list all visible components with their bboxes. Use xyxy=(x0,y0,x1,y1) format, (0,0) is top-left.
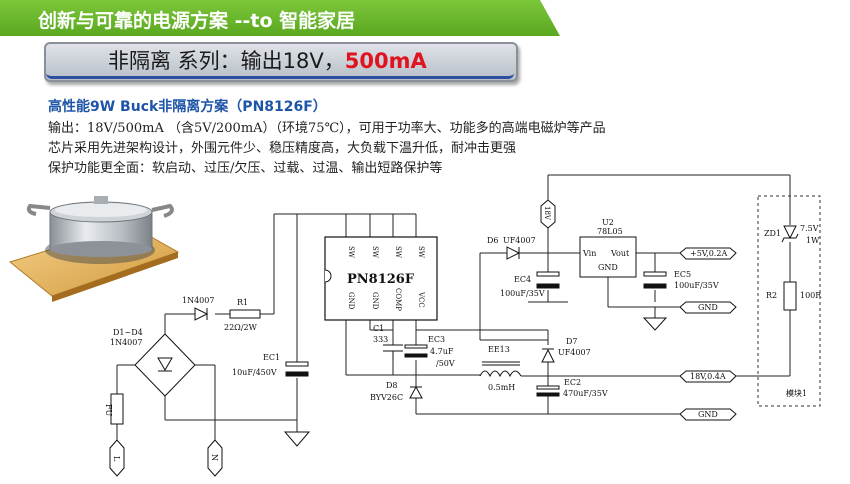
flag-5v xyxy=(679,247,737,260)
description-title: 高性能9W Buck非隔离方案（PN8126F） xyxy=(48,99,327,115)
resistor-r1 xyxy=(229,309,261,319)
label-bridge: D1~D4 xyxy=(113,328,143,337)
label-ec5-value: 100uF/35V xyxy=(674,281,719,290)
ldo-vout: Vout xyxy=(610,249,630,258)
label-18v-node: 18V xyxy=(543,206,551,221)
header-title: 创新与可靠的电源方案 --to 智能家居 xyxy=(38,10,356,32)
ic-name: PN8126F xyxy=(347,272,415,287)
ic-pin-sw-3: SW xyxy=(394,246,402,259)
diode-d8 xyxy=(409,385,423,399)
ic-pin-sw-4: SW xyxy=(417,246,425,259)
label-ec4: EC4 xyxy=(514,275,531,284)
ldo-vin: Vin xyxy=(582,249,596,258)
description-line-1: 输出：18V/500mA （含5V/200mA）（环境75℃），可用于功率大、功… xyxy=(48,121,606,136)
inductor-ee13 xyxy=(479,361,522,378)
label-c1: C1 xyxy=(373,324,384,333)
capacitor-ec5 xyxy=(643,271,667,277)
flag-18v-text: 18V,0.4A xyxy=(690,372,726,381)
label-zd1-value-1: 7.5V xyxy=(800,224,819,233)
label-fuse: FU xyxy=(104,404,113,417)
ic-pin-comp: COMP xyxy=(394,288,402,311)
label-r2-value: 100R xyxy=(800,291,822,300)
terminal-line xyxy=(109,439,125,477)
ground-symbol-2 xyxy=(642,317,668,331)
flag-gnd-1-text: GND xyxy=(698,303,718,312)
series-banner xyxy=(44,42,518,82)
label-inductor: EE13 xyxy=(488,345,510,354)
diode-1n4007 xyxy=(194,307,209,321)
header: 创新与可靠的电源方案 --to 智能家居 xyxy=(0,0,850,36)
terminal-neutral xyxy=(207,439,223,477)
label-ec3: EC3 xyxy=(428,335,445,344)
label-module: 模块1 xyxy=(786,388,807,398)
label-ec3-value-2: /50V xyxy=(436,359,455,368)
ic-pin-gnd-1: GND xyxy=(347,292,355,310)
ldo-gnd: GND xyxy=(598,263,618,272)
header-bar xyxy=(0,0,560,36)
banner-highlight: 500mA xyxy=(344,49,427,73)
label-r2: R2 xyxy=(766,291,777,300)
bridge-rectifier xyxy=(134,333,196,397)
description-line-2: 芯片采用先进架构设计，外围元件少、稳压精度高，大负载下温升低，耐冲击更强 xyxy=(48,141,517,156)
ic-pin-sw-1: SW xyxy=(347,246,355,259)
label-d-in: 1N4007 xyxy=(182,296,214,305)
diode-d6 xyxy=(506,246,521,260)
flag-gnd-2-text: GND xyxy=(698,410,718,419)
capacitor-ec2 xyxy=(536,385,560,390)
label-neutral: N xyxy=(210,454,219,461)
label-c1-value: 333 xyxy=(373,335,388,344)
label-inductor-value: 0.5mH xyxy=(488,383,515,392)
ic-pin-gnd-2: GND xyxy=(371,292,379,310)
label-bridge-part: 1N4007 xyxy=(110,338,142,347)
label-ec3-value-1: 4.7uF xyxy=(430,347,454,356)
module-box xyxy=(757,195,821,407)
ic-pin-sw-2: SW xyxy=(371,246,379,259)
label-r1-value: 22Ω/2W xyxy=(224,323,258,332)
zener-zd1 xyxy=(783,225,797,240)
label-d8-part: BYV26C xyxy=(370,393,403,402)
capacitor-ec4 xyxy=(536,271,560,277)
flag-gnd-2 xyxy=(679,408,737,421)
label-d6-part: UF4007 xyxy=(503,236,536,245)
label-r1: R1 xyxy=(237,298,248,307)
ic-pin-vcc: VCC xyxy=(417,291,425,308)
resistor-r2 xyxy=(783,281,797,311)
series-banner-text: 非隔离 系列：输出18V，500mA xyxy=(108,45,427,75)
capacitor-ec3 xyxy=(404,344,428,349)
label-zd1: ZD1 xyxy=(764,229,781,238)
ldo-regulator: U2 78L05 Vin Vout GND xyxy=(579,218,637,278)
label-line: L xyxy=(112,456,121,462)
ground-symbol-1 xyxy=(283,431,311,447)
capacitor-ec1 xyxy=(285,361,309,367)
label-ec2-value: 470uF/35V xyxy=(563,389,608,398)
label-d8: D8 xyxy=(386,381,398,390)
description-line-3: 保护功能更全面：软启动、过压/欠压、过载、过温、输出短路保护等 xyxy=(48,161,443,176)
label-zd1-value-2: 1W xyxy=(806,236,820,245)
pn8126f-chip: PN8126F SW SW SW SW GND GND COMP VCC xyxy=(324,236,438,321)
flag-18v xyxy=(679,370,737,383)
banner-text: 非隔离 系列：输出18V， xyxy=(108,49,345,73)
label-d7: D7 xyxy=(566,337,578,346)
flag-5v-text: +5V,0.2A xyxy=(690,249,727,258)
flag-gnd-1 xyxy=(679,301,737,314)
label-ec1: EC1 xyxy=(263,353,280,362)
fuse-fu xyxy=(110,393,124,425)
label-ec5: EC5 xyxy=(674,270,691,279)
label-ec1-value: 10uF/450V xyxy=(232,368,277,377)
label-ec4-value: 100uF/35V xyxy=(500,289,545,298)
label-d7-part: UF4007 xyxy=(558,348,591,357)
terminal-18v xyxy=(540,199,556,229)
series-banner-underline xyxy=(46,44,514,79)
label-d6: D6 xyxy=(487,236,499,245)
induction-cooker-pot-icon xyxy=(8,196,180,302)
ldo-ref: U2 xyxy=(602,218,614,227)
diode-d7 xyxy=(541,348,555,363)
label-ec2: EC2 xyxy=(564,378,581,387)
ldo-part: 78L05 xyxy=(597,227,623,236)
